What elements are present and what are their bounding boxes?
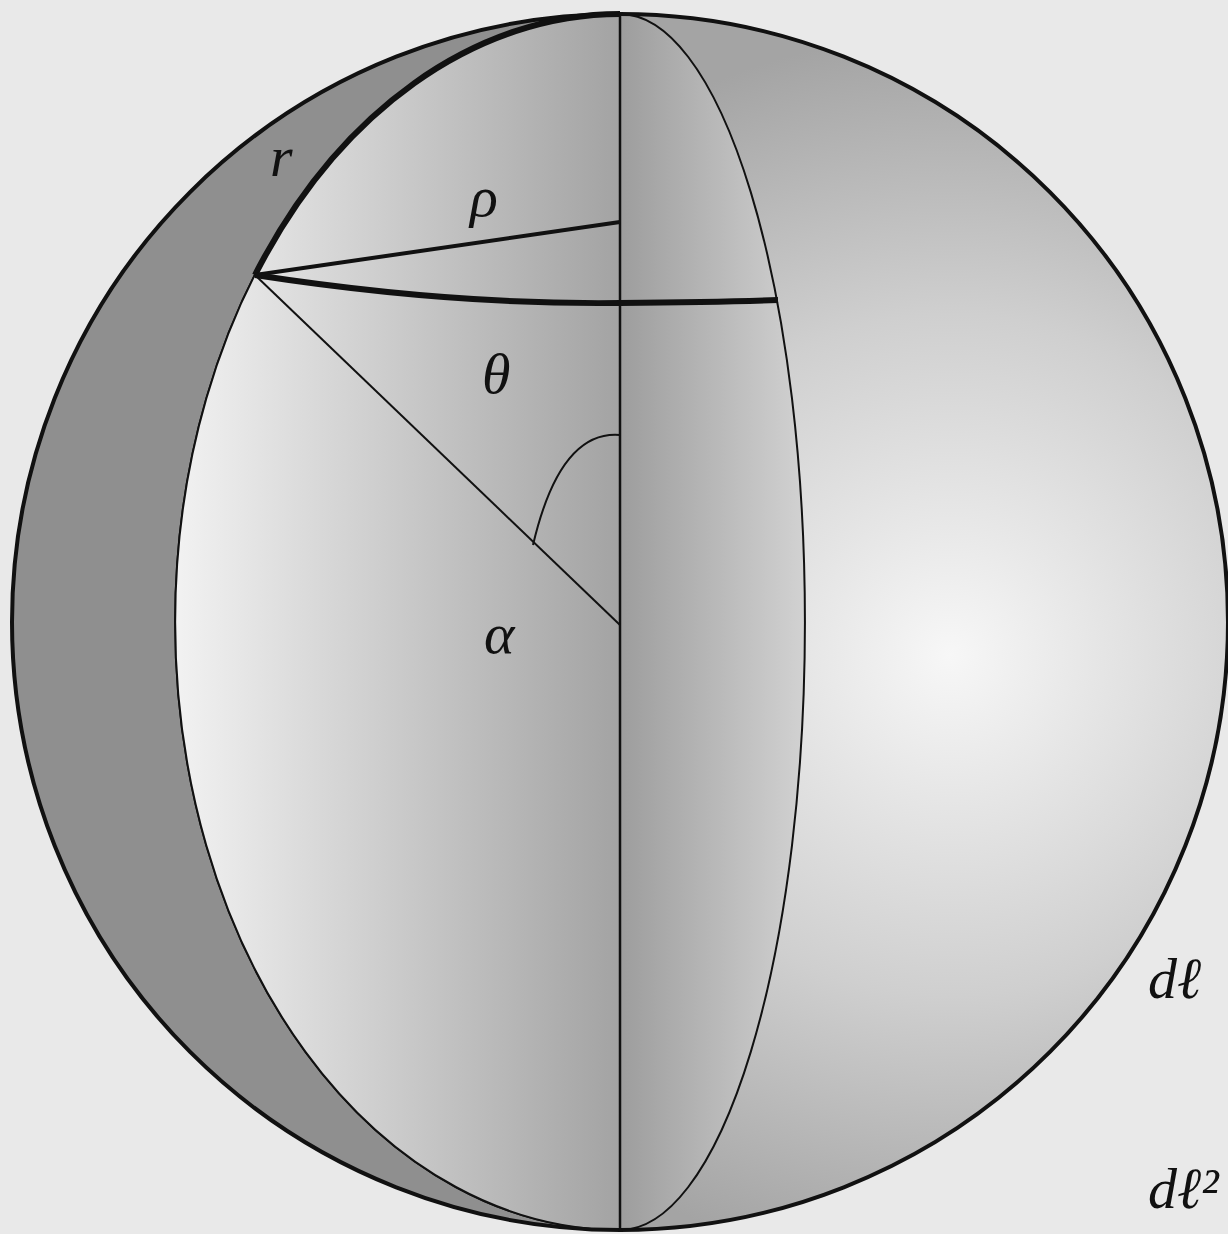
sphere-body bbox=[12, 14, 1228, 1230]
sphere-outline bbox=[12, 14, 1228, 1230]
arc-r bbox=[255, 14, 620, 275]
symbol-label: dℓ bbox=[1148, 950, 1201, 1008]
symbol-label: θ bbox=[482, 345, 511, 403]
radius-line bbox=[255, 275, 620, 625]
latitude-arc bbox=[255, 275, 778, 303]
meridian-plane bbox=[620, 14, 805, 1230]
symbol-label: ρ bbox=[470, 168, 498, 226]
axis-line bbox=[619, 14, 622, 1230]
crescent bbox=[12, 14, 620, 1230]
rho-line bbox=[255, 222, 620, 275]
symbol-label: α bbox=[484, 605, 514, 663]
symbol-label: dℓ² bbox=[1148, 1160, 1219, 1218]
symbol-label: r bbox=[270, 128, 293, 186]
cut-plane bbox=[175, 14, 620, 1230]
angle-arc bbox=[533, 435, 620, 545]
